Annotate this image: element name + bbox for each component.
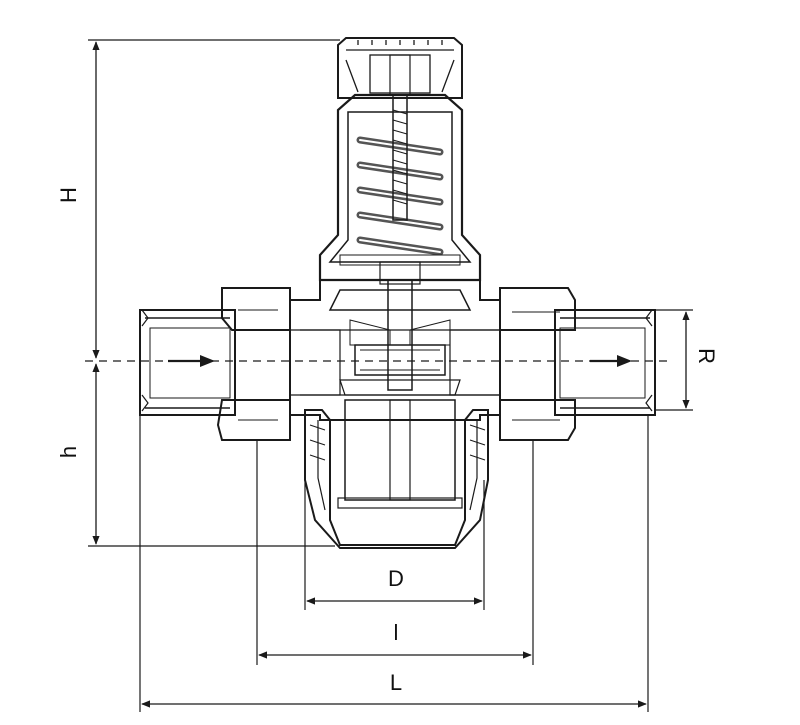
outlet-flow-arrow-icon — [590, 355, 632, 367]
filter-bowl — [304, 399, 489, 549]
label-L: L — [390, 670, 402, 695]
inlet-flow-arrow-icon — [168, 355, 215, 367]
inlet-pipe — [139, 309, 236, 416]
outlet-pipe — [554, 309, 656, 416]
adjustment-knob — [337, 37, 463, 99]
dimension-lines — [88, 39, 693, 712]
label-H: H — [56, 187, 81, 203]
label-h: h — [56, 446, 81, 458]
label-R: R — [694, 348, 719, 364]
spring-bonnet — [318, 93, 482, 285]
label-l: l — [394, 620, 399, 645]
valve-cartridge — [328, 279, 472, 396]
dimension-labels: H h R D l L — [56, 187, 719, 695]
inlet-union-nut — [216, 287, 291, 441]
spring — [356, 136, 444, 256]
valve-body — [139, 37, 656, 549]
label-D: D — [388, 566, 404, 591]
